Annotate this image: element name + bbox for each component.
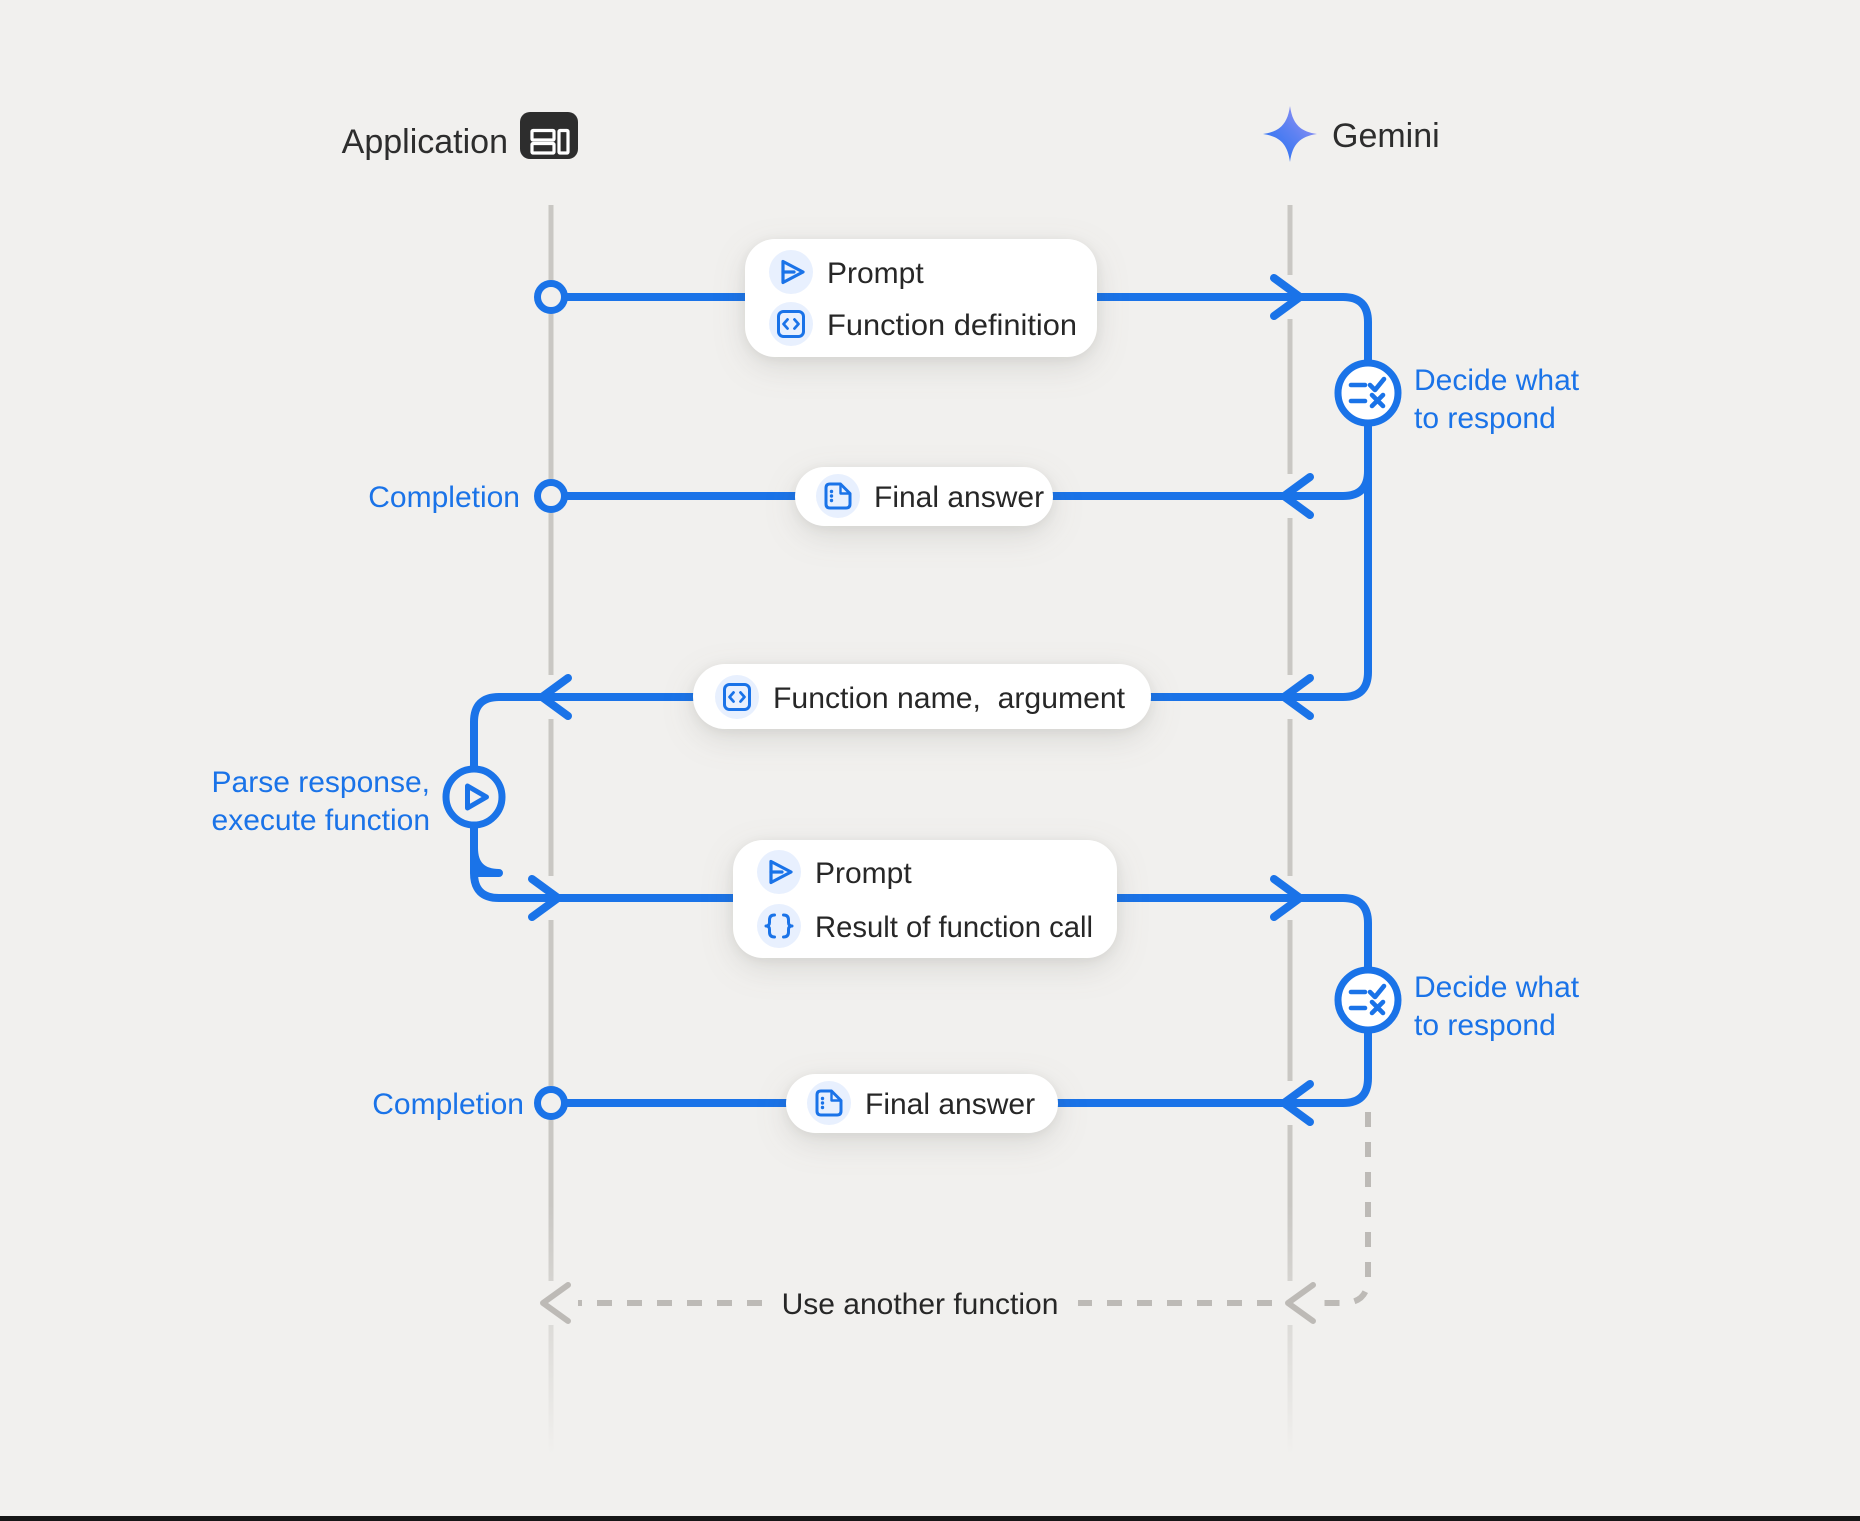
message-card-function-name-argument: Function name, argument <box>693 664 1151 729</box>
parse-label-line2: execute function <box>212 804 430 837</box>
arrowhead-left-icon <box>1280 1080 1314 1126</box>
gray-arrowhead-left-icon <box>1285 1282 1316 1324</box>
braces-icon <box>764 913 794 939</box>
arrowhead-right-icon <box>1270 875 1304 921</box>
decide-node-2 <box>1334 966 1402 1034</box>
flow-path-final-answer-1 <box>547 467 1372 500</box>
send-icon <box>781 259 805 285</box>
decide-label-line1: Decide what <box>1414 364 1580 397</box>
application-header: Application <box>342 112 578 161</box>
icon-chip <box>816 474 860 518</box>
play-icon <box>465 783 489 811</box>
use-another-function-label: Use another function <box>782 1288 1059 1321</box>
decide-label-line1: Decide what <box>1414 971 1580 1004</box>
arrowhead-left-icon <box>1280 674 1314 720</box>
gemini-star-icon <box>1263 106 1317 162</box>
card-row-label: Prompt <box>827 257 924 290</box>
decide-node-1 <box>1334 359 1402 427</box>
parse-node <box>442 765 506 829</box>
document-icon <box>815 1089 843 1117</box>
decide-label-line2: to respond <box>1414 402 1556 435</box>
application-lifeline <box>548 205 554 1455</box>
lifeline-gaps <box>545 275 1296 1325</box>
parse-label-line1: Parse response, <box>212 766 430 799</box>
document-icon <box>824 482 852 510</box>
app-window-icon <box>520 112 578 159</box>
card-row-label: Result of function call <box>815 911 1093 944</box>
card-row-label: Final answer <box>874 481 1044 514</box>
icon-chip <box>807 1081 851 1125</box>
card-row-label: Final answer <box>865 1088 1035 1121</box>
completion-label: Completion <box>372 1088 524 1121</box>
rule-icon <box>1348 983 1387 1016</box>
arrowhead-right-icon <box>528 875 562 921</box>
card-row-label: Function definition <box>827 309 1077 342</box>
gemini-lifeline <box>1287 205 1293 1455</box>
icon-chip <box>757 904 801 948</box>
arrowhead-right-icon <box>1270 274 1304 320</box>
message-card-prompt-function-definition: Prompt Function definition <box>745 239 1097 357</box>
message-card-final-answer-2: Final answer <box>786 1074 1058 1133</box>
flow-path-main <box>470 293 1372 1107</box>
completion-label: Completion <box>368 481 520 514</box>
endpoint-circle <box>534 479 568 513</box>
card-row-label: Function name, argument <box>773 682 1126 715</box>
code-brackets-icon <box>777 310 805 338</box>
message-card-final-answer-1: Final answer <box>795 467 1053 526</box>
card-row-label: Prompt <box>815 857 912 890</box>
bottom-edge-bar <box>0 1516 1860 1521</box>
rule-icon <box>1348 376 1387 409</box>
endpoint-circle <box>534 280 568 314</box>
code-brackets-icon <box>723 683 751 711</box>
endpoint-circle <box>534 1086 568 1120</box>
decide-label-line2: to respond <box>1414 1009 1556 1042</box>
application-label: Application <box>342 123 508 161</box>
icon-chip <box>715 675 759 719</box>
gray-arrowhead-left-icon <box>540 1282 571 1324</box>
gemini-header: Gemini <box>1263 106 1440 162</box>
message-card-prompt-function-result: Prompt Result of function call <box>733 840 1117 958</box>
loop-back-dashed-line <box>1320 1112 1371 1306</box>
gemini-label: Gemini <box>1332 117 1440 155</box>
arrowhead-left-icon <box>1280 473 1314 519</box>
icon-chip <box>769 302 813 346</box>
send-icon <box>769 859 793 885</box>
arrowhead-left-icon <box>538 674 572 720</box>
